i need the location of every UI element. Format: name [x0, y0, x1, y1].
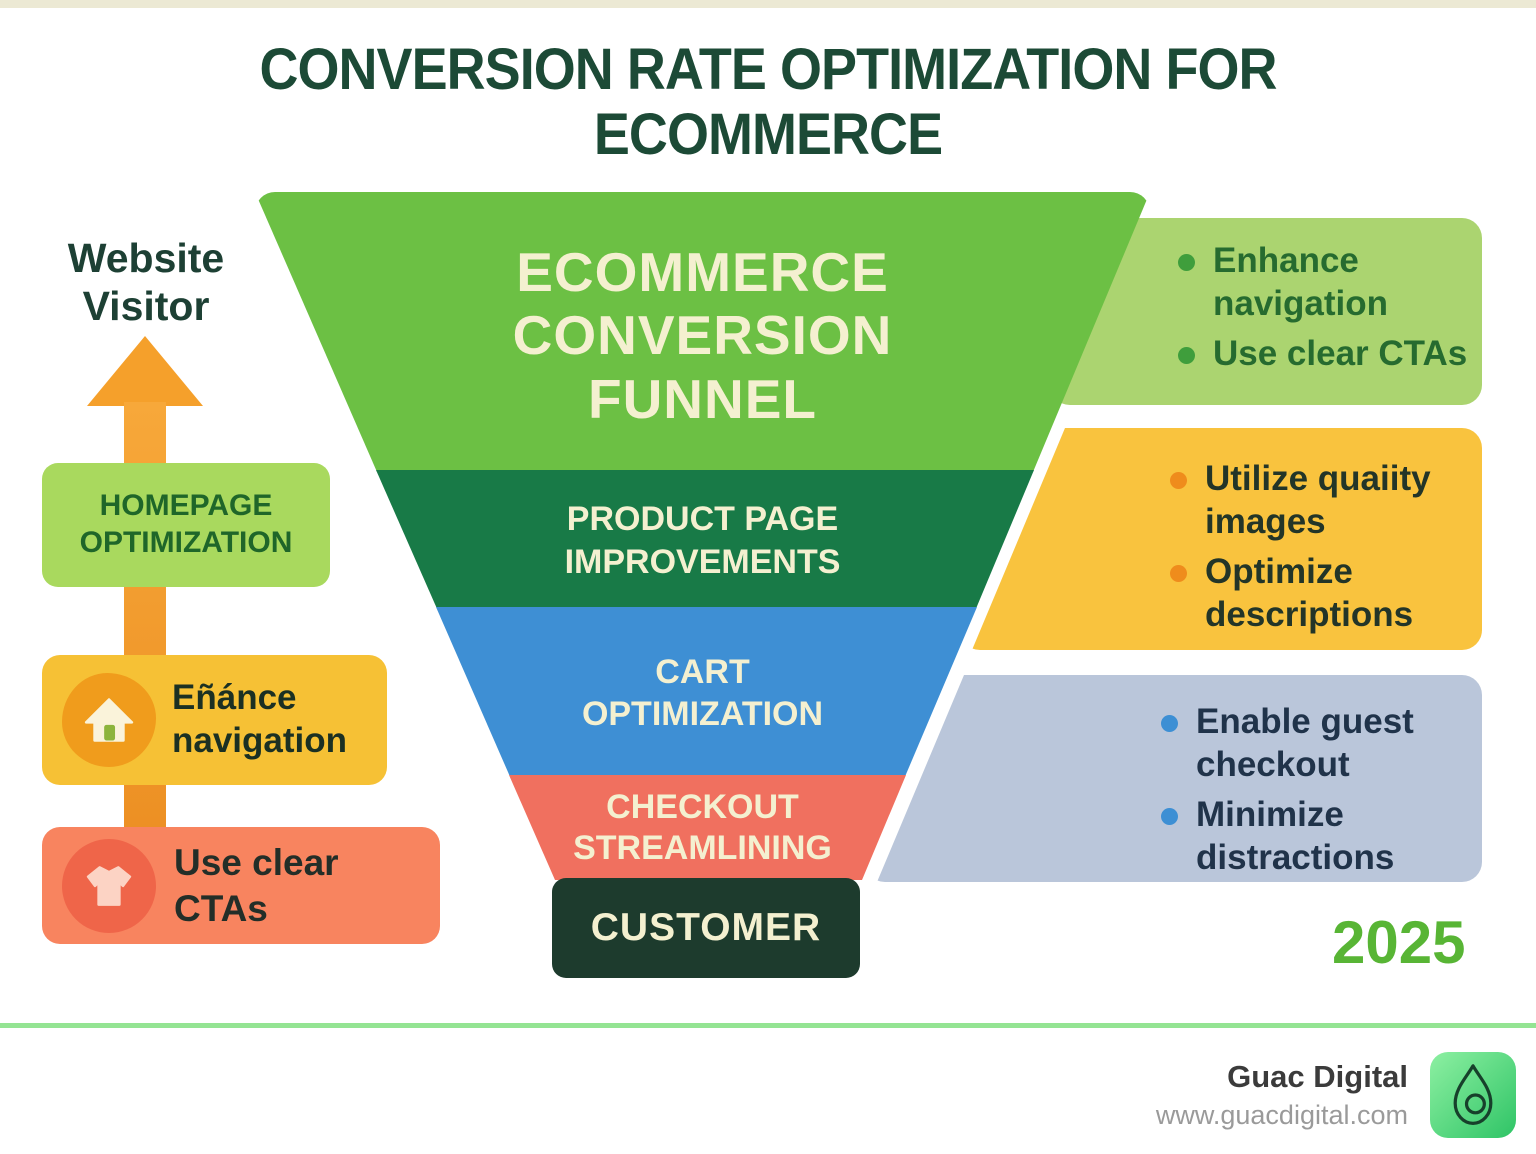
- list-item: Enhance navigation: [1178, 240, 1482, 325]
- left-step-label: Use clear CTAs: [174, 842, 339, 929]
- tips-box-checkout: Enable guest checkout Minimize distracti…: [877, 675, 1482, 882]
- page-title: CONVERSION RATE OPTIMIZATION FOR ECOMMER…: [259, 37, 1277, 167]
- funnel-stage-product-page: PRODUCT PAGE IMPROVEMENTS: [376, 470, 1034, 611]
- funnel-stage-customer: CUSTOMER: [552, 878, 860, 978]
- year-label: 2025: [1332, 909, 1466, 976]
- left-step-label: HOMEPAGE OPTIMIZATION: [79, 489, 293, 559]
- funnel-stage-label: ECOMMERCE CONVERSION FUNNEL: [512, 241, 893, 430]
- funnel-stage-awareness: ECOMMERCE CONVERSION FUNNEL: [255, 192, 1150, 472]
- tip-text: Utilize quaiity images: [1205, 459, 1431, 541]
- tip-text: Minimize distractions: [1196, 795, 1395, 878]
- bullet-dot-icon: [1170, 472, 1187, 489]
- funnel-stage-checkout: CHECKOUT STREAMLINING: [509, 775, 906, 880]
- home-icon: [62, 673, 156, 767]
- bullet-dot-icon: [1161, 808, 1178, 826]
- bullet-dot-icon: [1161, 715, 1178, 732]
- footer-divider: [0, 1023, 1536, 1028]
- funnel-stage-label: CHECKOUT STREAMLINING: [573, 787, 832, 867]
- avocado-icon: [1430, 1052, 1516, 1138]
- top-accent-strip: [0, 0, 1536, 8]
- website-visitor-label: Website Visitor: [67, 235, 225, 330]
- tips-list: Enable guest checkout Minimize distracti…: [1161, 701, 1482, 880]
- left-step-homepage-optimization: HOMEPAGE OPTIMIZATION: [42, 463, 330, 587]
- footer-text: Guac Digital www.guacdigital.com: [1156, 1057, 1408, 1132]
- tshirt-icon: [62, 838, 156, 933]
- funnel-stage-label: CART OPTIMIZATION: [581, 652, 824, 734]
- left-step-use-clear-ctas: Use clear CTAs: [42, 827, 440, 944]
- tips-list: Utilize quaiity images Optimize descript…: [1170, 458, 1482, 637]
- up-arrow-icon: [87, 336, 203, 406]
- funnel-stage-label: CUSTOMER: [590, 906, 822, 949]
- tip-text: Optimize descriptions: [1205, 552, 1414, 635]
- funnel-stage-label: PRODUCT PAGE IMPROVEMENTS: [564, 500, 841, 581]
- tips-box-homepage: Enhance navigation Use clear CTAs: [1054, 218, 1482, 405]
- tip-text: Use clear CTAs: [1213, 334, 1468, 374]
- bullet-dot-icon: [1170, 565, 1187, 583]
- bullet-dot-icon: [1178, 254, 1195, 271]
- conversion-funnel: ECOMMERCE CONVERSION FUNNEL PRODUCT PAGE…: [255, 192, 1150, 880]
- funnel-stage-cart: CART OPTIMIZATION: [436, 607, 977, 779]
- left-step-enhance-navigation: Eñánce navigation: [42, 655, 387, 785]
- tip-text: Enhance navigation: [1213, 241, 1389, 323]
- tips-list: Enhance navigation Use clear CTAs: [1178, 240, 1482, 376]
- brand-name: Guac Digital: [1227, 1059, 1408, 1095]
- brand-website: www.guacdigital.com: [1155, 1099, 1408, 1130]
- tips-box-product-page: Utilize quaiity images Optimize descript…: [972, 428, 1482, 650]
- list-item: Minimize distractions: [1161, 794, 1482, 879]
- list-item: Optimize descriptions: [1170, 551, 1482, 636]
- tip-text: Enable guest checkout: [1196, 702, 1414, 784]
- list-item: Use clear CTAs: [1178, 333, 1482, 376]
- bullet-dot-icon: [1178, 347, 1195, 365]
- list-item: Enable guest checkout: [1161, 701, 1482, 786]
- left-step-label: Eñánce navigation: [172, 678, 348, 760]
- footer: Guac Digital www.guacdigital.com: [1156, 1052, 1516, 1138]
- list-item: Utilize quaiity images: [1170, 458, 1482, 543]
